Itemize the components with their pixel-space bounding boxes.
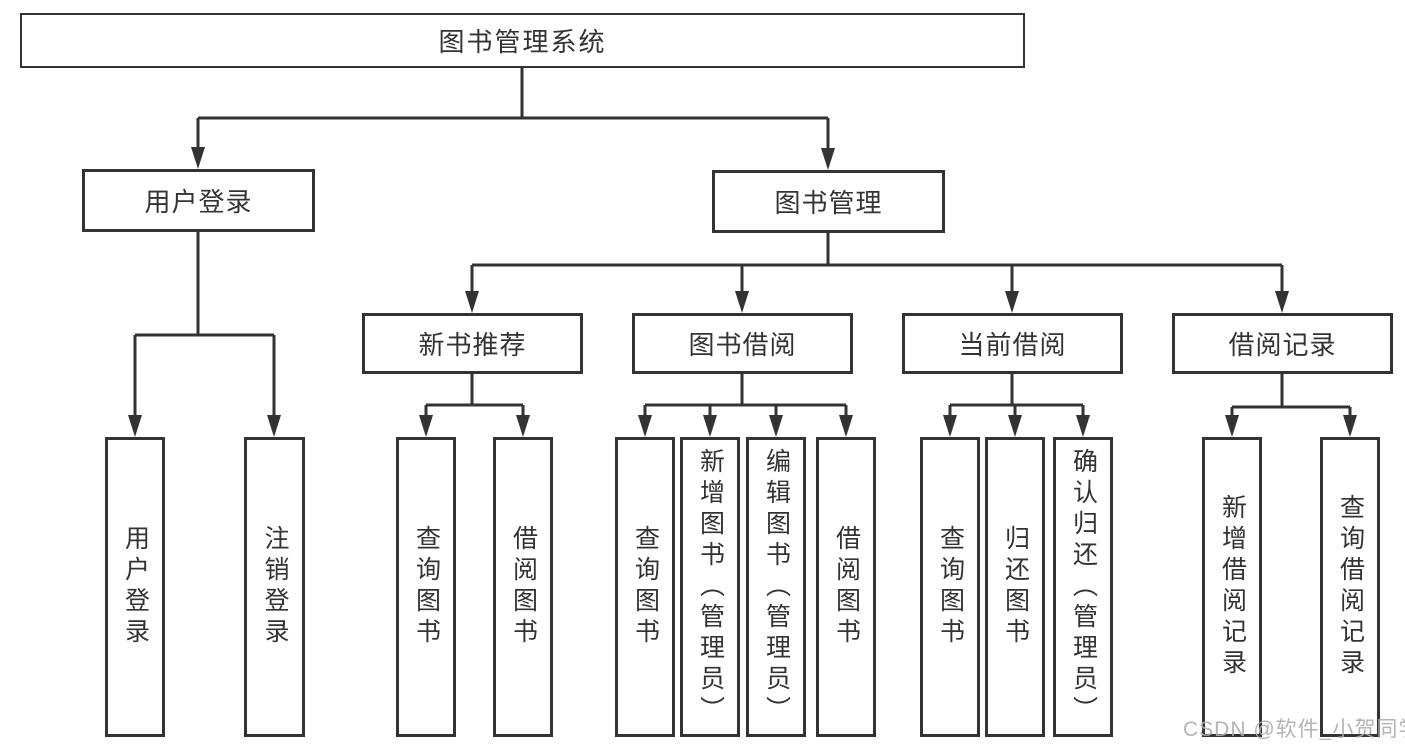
arrowhead [839, 415, 853, 437]
node-book-management: 图书管理 [712, 170, 945, 233]
leaf-add-borrow-record: 新增借阅记录 [1202, 437, 1262, 737]
leaf-confirm-return-admin: 确认归还（管理员） [1053, 437, 1113, 737]
node-system-root: 图书管理系统 [20, 13, 1025, 68]
arrowhead [703, 415, 717, 437]
node-borrow-record: 借阅记录 [1172, 313, 1393, 374]
arrowhead [769, 415, 783, 437]
connector-currentborrow-to-leaves [948, 374, 1085, 418]
leaf-edit-books-admin: 编辑图书（管理员） [746, 437, 806, 737]
connector-root-to-level2 [196, 68, 830, 151]
arrowhead [1005, 291, 1019, 313]
connector-bookmgmt-to-level3 [470, 233, 1284, 294]
arrowhead [735, 291, 749, 313]
connector-userlogin-to-leaves [133, 232, 276, 418]
leaf-add-books-admin: 新增图书（管理员） [680, 437, 740, 737]
arrowhead [1343, 415, 1357, 437]
leaf-query-borrow-record: 查询借阅记录 [1320, 437, 1380, 737]
node-new-book-recommend: 新书推荐 [362, 313, 583, 374]
csdn-watermark: CSDN @软件_小贺同学 [1183, 718, 1405, 741]
arrowhead [821, 148, 835, 170]
leaf-query-books-borrow: 查询图书 [615, 437, 675, 737]
leaf-logout: 注销登录 [244, 437, 305, 737]
arrowhead [128, 415, 142, 437]
leaf-query-books-current: 查询图书 [920, 437, 980, 737]
leaf-return-books: 归还图书 [985, 437, 1045, 737]
arrowhead [465, 291, 479, 313]
node-user-login: 用户登录 [82, 169, 315, 232]
arrowhead [191, 147, 205, 169]
arrowhead [267, 415, 281, 437]
arrowhead [516, 415, 530, 437]
node-book-borrow: 图书借阅 [632, 313, 853, 374]
arrowhead [419, 415, 433, 437]
node-current-borrow: 当前借阅 [902, 313, 1123, 374]
connector-borrowrecord-to-leaves [1230, 374, 1352, 418]
arrowhead [1225, 415, 1239, 437]
leaf-borrow-books-recommend: 借阅图书 [493, 437, 553, 737]
connector-bookborrow-to-leaves [643, 374, 848, 418]
arrowhead [1008, 415, 1022, 437]
leaf-query-books-recommend: 查询图书 [396, 437, 456, 737]
connector-newbookrec-to-leaves [424, 374, 525, 418]
leaf-borrow-books: 借阅图书 [816, 437, 876, 737]
leaf-user-login: 用户登录 [105, 437, 165, 737]
arrowhead [638, 415, 652, 437]
arrowhead [1275, 291, 1289, 313]
arrowhead [943, 415, 957, 437]
arrowhead [1076, 415, 1090, 437]
